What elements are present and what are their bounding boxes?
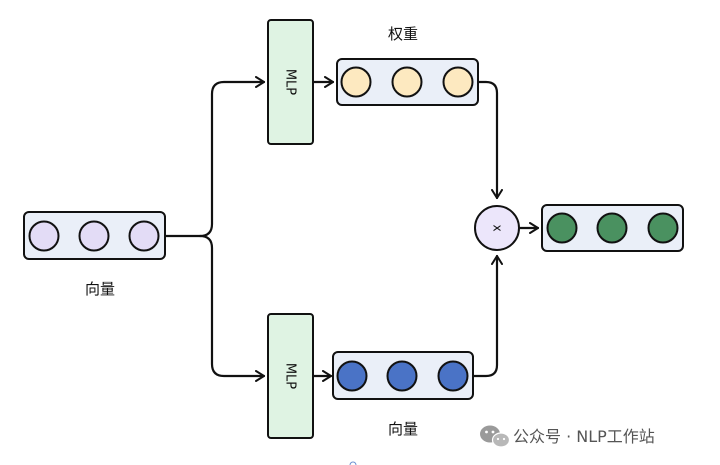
input-vector-label: 向量 <box>85 280 115 298</box>
multiply-symbol: x <box>491 224 505 231</box>
output-vector-circle <box>647 212 679 244</box>
arrow-input-to-top-mlp <box>163 76 266 238</box>
weights-vector <box>336 58 479 106</box>
arrow-values-to-multiply <box>471 254 503 378</box>
value-vector-circle <box>386 360 418 392</box>
value-vector-label: 向量 <box>388 420 418 438</box>
value-vector-circle <box>437 360 469 392</box>
weights-vector-circle <box>442 66 474 98</box>
input-vector-circle <box>78 220 110 252</box>
wechat-watermark: 公众号 · NLP工作站 <box>480 425 655 448</box>
input-vector-circle <box>128 220 160 252</box>
value-vector-circle <box>336 360 368 392</box>
input-vector-circle <box>28 220 60 252</box>
weights-vector-circle <box>340 66 372 98</box>
value-vector <box>332 351 474 400</box>
output-vector <box>541 204 684 252</box>
mlp-top-block <box>267 19 314 145</box>
output-vector-circle <box>546 212 578 244</box>
arrow-weights-to-multiply <box>476 80 503 200</box>
mlp-bottom-block <box>267 313 314 439</box>
arrow-input-to-bottom-mlp <box>198 234 266 382</box>
stray-dot <box>349 461 357 465</box>
watermark-text: 公众号 · NLP工作站 <box>513 427 655 446</box>
input-vector <box>23 211 166 260</box>
output-vector-circle <box>596 212 628 244</box>
weights-vector-circle <box>391 66 423 98</box>
mlp-bottom-label: MLP <box>283 363 298 389</box>
weights-label: 权重 <box>388 25 418 43</box>
mlp-top-label: MLP <box>283 69 298 95</box>
wechat-icon <box>480 425 511 448</box>
multiply-node <box>474 205 520 251</box>
